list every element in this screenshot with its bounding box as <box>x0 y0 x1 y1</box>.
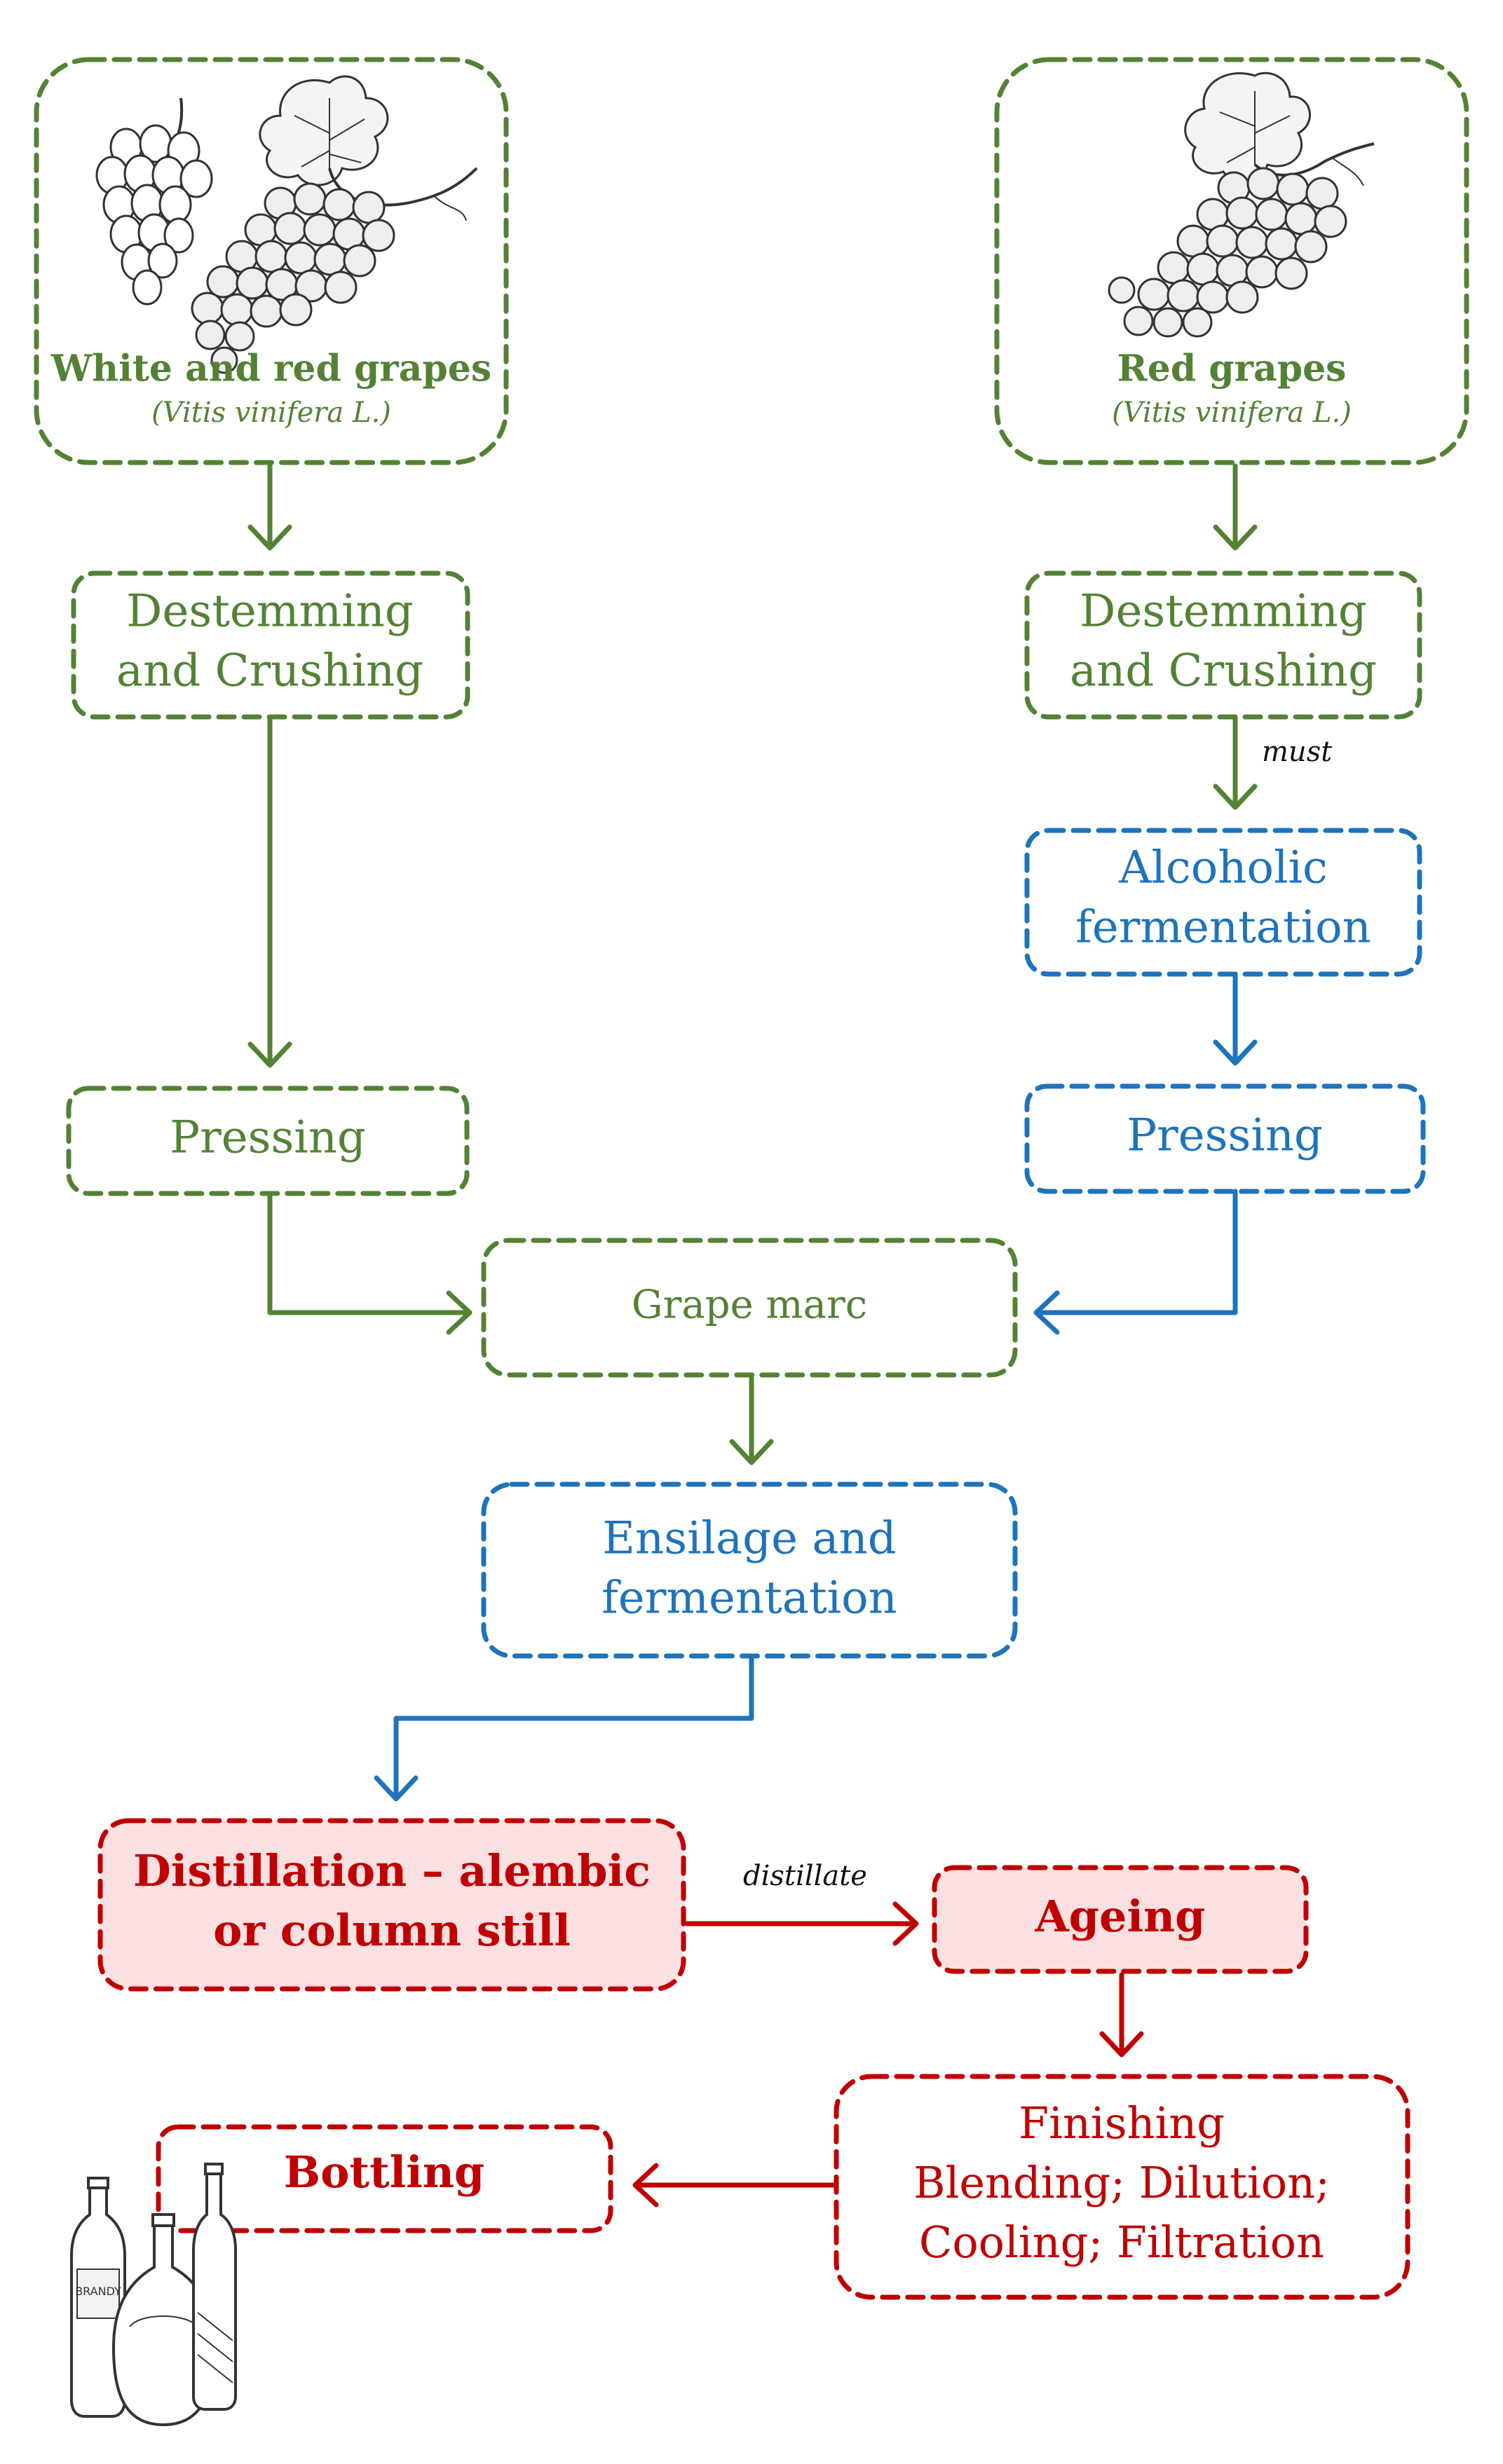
destemming-right-line-2: and Crushing <box>1070 645 1377 697</box>
distillation-line-2: or column still <box>213 1905 571 1956</box>
alcoholic-fermentation-line-2: fermentation <box>1075 902 1371 954</box>
finishing-line-2: Blending; Dilution; <box>913 2157 1330 2208</box>
destemming-left-line-1: Destemming <box>126 586 414 638</box>
white-and-red-grapes-subtitle: (Vitis vinifera L.) <box>151 397 391 429</box>
node-red-grapes <box>994 57 1469 465</box>
ensilage-line-1: Ensilage and <box>602 1513 896 1565</box>
pressing-left-label: Pressing <box>170 1112 366 1164</box>
node-distillation <box>97 1818 686 1992</box>
white-and-red-grapes-title: White and red grapes <box>50 348 491 390</box>
arrow-ensilage-to-distillation <box>374 1656 754 1802</box>
node-pressing-right <box>1024 1083 1426 1194</box>
ageing-label: Ageing <box>1035 1891 1206 1942</box>
grape-marc-label: Grape marc <box>632 1282 867 1328</box>
arrow-grapes-to-destemming-left <box>247 463 292 551</box>
distillation-line-1: Distillation – alembic <box>133 1845 651 1896</box>
bottle-label-text: BRANDY <box>75 2285 121 2298</box>
edge-label-distillate: distillate <box>743 1860 867 1892</box>
node-ensilage-fermentation <box>481 1481 1018 1659</box>
arrow-grape-marc-to-ensilage <box>729 1374 774 1465</box>
arrow-destemming-to-fermentation-right <box>1213 716 1258 810</box>
arrow-fermentation-to-pressing-right <box>1213 971 1258 1066</box>
arrow-pressing-right-to-grape-marc <box>1033 1189 1238 1335</box>
ensilage-line-2: fermentation <box>601 1573 897 1624</box>
pressing-right-label: Pressing <box>1127 1110 1323 1162</box>
red-grape-bunch-illustration <box>1108 71 1375 338</box>
node-finishing <box>834 2074 1410 2300</box>
destemming-left-line-2: and Crushing <box>116 645 423 697</box>
node-destemming-crushing-right <box>1024 570 1422 720</box>
node-bottling <box>156 2124 613 2233</box>
arrow-grapes-to-destemming-right <box>1213 463 1258 551</box>
bottling-label: Bottling <box>284 2147 485 2198</box>
finishing-line-3: Cooling; Filtration <box>919 2217 1324 2268</box>
white-and-red-grape-bunches-illustration <box>95 75 478 374</box>
connectors <box>247 463 1258 2208</box>
brandy-bottles-illustration: BRANDY <box>70 2163 237 2427</box>
alcoholic-fermentation-line-1: Alcoholic <box>1118 842 1328 894</box>
destemming-right-line-1: Destemming <box>1080 586 1367 638</box>
arrow-finishing-to-bottling <box>632 2163 837 2208</box>
arrow-ageing-to-finishing <box>1099 1972 1144 2058</box>
node-pressing-left <box>66 1086 470 1196</box>
node-alcoholic-fermentation <box>1024 828 1422 977</box>
node-destemming-crushing-left <box>71 570 470 720</box>
node-grape-marc <box>481 1238 1018 1378</box>
red-grapes-subtitle: (Vitis vinifera L.) <box>1112 397 1352 429</box>
edge-label-must: must <box>1262 736 1333 768</box>
red-grapes-title: Red grapes <box>1117 348 1347 390</box>
arrow-destemming-to-pressing-left <box>247 716 292 1068</box>
arrow-pressing-left-to-grape-marc <box>267 1191 472 1335</box>
node-white-and-red-grapes <box>34 57 509 465</box>
finishing-line-1: Finishing <box>1019 2097 1225 2149</box>
node-ageing <box>932 1865 1309 1974</box>
arrow-distillation-to-ageing <box>684 1901 919 1946</box>
